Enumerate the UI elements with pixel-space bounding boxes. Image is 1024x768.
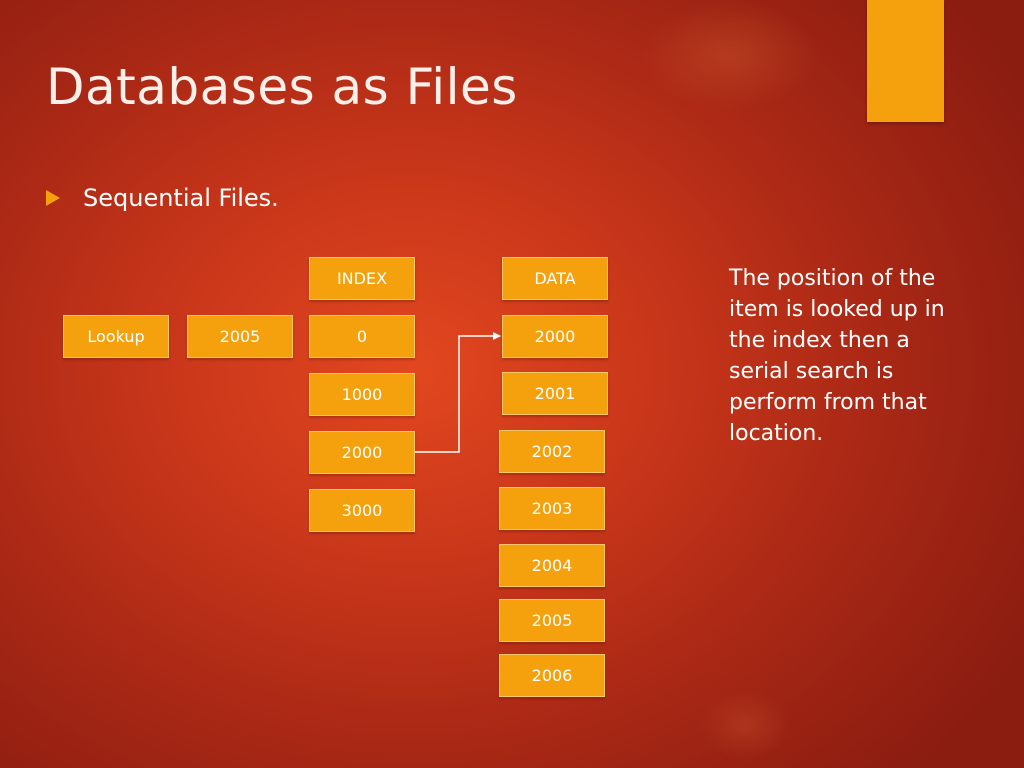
data-entry-box: 2000: [502, 315, 608, 358]
index-entry-box: 1000: [309, 373, 415, 416]
lookup-label-box: Lookup: [63, 315, 169, 358]
data-entry-box: 2002: [499, 430, 605, 473]
data-entry-box: 2004: [499, 544, 605, 587]
bullet-item: Sequential Files.: [46, 180, 279, 216]
data-entry-box: 2001: [502, 372, 608, 415]
data-header-box: DATA: [502, 257, 608, 300]
index-entry-box: 3000: [309, 489, 415, 532]
index-entry-box: 0: [309, 315, 415, 358]
background-glow: [640, 0, 820, 110]
background-glow: [700, 690, 790, 760]
slide-title: Databases as Files: [46, 58, 518, 116]
lookup-value-box: 2005: [187, 315, 293, 358]
triangle-bullet-icon: [46, 190, 60, 206]
index-header-box: INDEX: [309, 257, 415, 300]
data-entry-box: 2006: [499, 654, 605, 697]
connector-arrow: [415, 332, 501, 453]
bullet-text: Sequential Files.: [83, 184, 279, 212]
explanation-note: The position of the item is looked up in…: [729, 266, 945, 446]
data-entry-box: 2005: [499, 599, 605, 642]
data-entry-box: 2003: [499, 487, 605, 530]
index-entry-box: 2000: [309, 431, 415, 474]
accent-bar: [867, 0, 944, 122]
